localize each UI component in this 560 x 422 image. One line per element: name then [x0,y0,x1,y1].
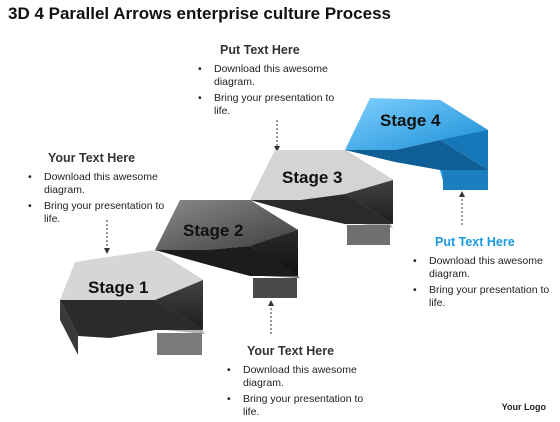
connectors [104,120,465,335]
stage-1-label: Stage 1 [88,278,148,297]
stage-1-bottom-face [60,300,78,355]
stage-1-arrow: Stage 1 [60,250,205,355]
stage-3-front [250,194,393,224]
callout-top-bullet: Download this awesome diagram. [196,63,346,89]
callout-right-heading: Put Text Here [435,235,515,249]
stage-3-arrow: Stage 3 [250,150,393,245]
callout-left-bullet: Bring your presentation to life. [26,200,166,226]
stage-2-arrow-tip [253,278,297,298]
stage-4-top [345,98,488,150]
callout-top-heading: Put Text Here [220,43,300,57]
stage-4-arrow-tip [443,170,488,190]
callout-left-bullet: Download this awesome diagram. [26,171,166,197]
callout-bottom: Your Text Here Download this awesome dia… [225,345,375,422]
stage-3-top [250,150,393,200]
callout-top-bullets: Download this awesome diagram. Bring you… [196,63,346,118]
stage-2-label: Stage 2 [183,221,243,240]
stage-1-top [60,250,203,300]
callout-bottom-heading: Your Text Here [247,344,335,358]
callout-bottom-bullet: Bring your presentation to life. [225,393,375,419]
connector-right-arrowhead [459,191,465,197]
stage-3-label: Stage 3 [282,168,342,187]
callout-top: Put Text Here Download this awesome diag… [196,44,346,121]
callout-left-heading: Your Text Here [48,151,136,165]
stage-1-front [60,300,203,338]
stage-2-front [155,246,298,276]
connector-left-arrowhead [104,248,110,254]
callout-bottom-bullets: Download this awesome diagram. Bring you… [225,364,375,419]
stage-2-arrow: Stage 2 [155,200,300,298]
callout-left-bullets: Download this awesome diagram. Bring you… [26,171,166,226]
callout-top-bullet: Bring your presentation to life. [196,92,346,118]
callout-right: Put Text Here Download this awesome diag… [411,236,551,313]
page-title: 3D 4 Parallel Arrows enterprise culture … [8,4,391,23]
stage-3-arrow-tip [347,225,390,245]
callout-right-bullet: Bring your presentation to life. [411,284,551,310]
stage-2-top [155,200,298,250]
connector-top-arrowhead [274,146,280,152]
logo-text: Your Logo [501,402,546,412]
callout-right-bullet: Download this awesome diagram. [411,255,551,281]
callout-left: Your Text Here Download this awesome dia… [26,152,166,229]
stage-4-arrow: Stage 4 [345,98,488,190]
stage-4-label: Stage 4 [380,111,441,130]
callout-right-bullets: Download this awesome diagram. Bring you… [411,255,551,310]
stage-4-front [345,140,488,170]
connector-bottom-arrowhead [268,300,274,306]
callout-bottom-bullet: Download this awesome diagram. [225,364,375,390]
stage-1-arrow-tip [157,333,202,355]
